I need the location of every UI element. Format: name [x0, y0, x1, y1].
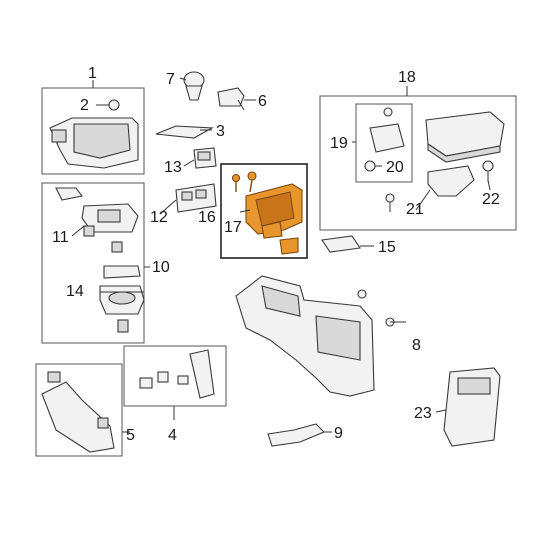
part-bolt-small[interactable] [385, 193, 395, 212]
part-18-armrest[interactable] [425, 111, 505, 163]
callout-5: 5 [126, 427, 135, 444]
part-5-side-panel[interactable] [41, 371, 115, 453]
group-10-box [41, 182, 150, 344]
callout-15: 15 [378, 239, 396, 256]
callout-3: 3 [216, 123, 225, 140]
part-8-console-box[interactable] [235, 275, 406, 397]
callout-12: 12 [150, 209, 168, 226]
part-12-switch-panel[interactable] [175, 183, 217, 213]
part-15-pad[interactable] [321, 235, 374, 253]
callout-21: 21 [406, 201, 424, 218]
part-14-cupholder[interactable] [99, 285, 145, 333]
callout-22: 22 [482, 191, 500, 208]
callout-10: 10 [152, 259, 170, 276]
group-16-17-box [220, 163, 308, 259]
group-1-box [41, 80, 145, 175]
part-1-bezel[interactable] [49, 117, 139, 169]
part-22-bolt[interactable] [482, 160, 494, 182]
part-23-rear-panel[interactable] [443, 367, 501, 447]
part-3-mat[interactable] [155, 125, 214, 139]
callout-23: 23 [414, 405, 432, 422]
part-10-bezel-assembly[interactable] [55, 187, 141, 279]
part-6-lighter-plug[interactable] [217, 87, 256, 107]
callout-1: 1 [88, 65, 97, 82]
part-21-lock[interactable] [427, 165, 475, 197]
callout-2: 2 [80, 97, 89, 114]
callout-11: 11 [52, 229, 69, 246]
group-4-box [123, 345, 227, 420]
part-2-clip[interactable] [96, 99, 120, 111]
part-16-screw[interactable] [231, 171, 257, 193]
callout-13: 13 [164, 159, 182, 176]
callout-9: 9 [334, 425, 343, 442]
part-17-bracket[interactable] [239, 183, 303, 255]
group-5-box [35, 363, 123, 457]
part-13-switch[interactable] [183, 147, 217, 169]
callout-19: 19 [330, 135, 348, 152]
part-7-lighter-socket[interactable] [179, 71, 205, 101]
group-18-box [319, 86, 517, 231]
callout-6: 6 [258, 93, 267, 110]
part-19-hinge[interactable] [369, 107, 405, 153]
callout-14: 14 [66, 283, 84, 300]
callout-17: 17 [224, 219, 242, 236]
leader-lines [71, 99, 491, 433]
callout-20: 20 [386, 159, 404, 176]
callout-8: 8 [412, 337, 421, 354]
part-20-clip[interactable] [364, 160, 376, 172]
callout-4: 4 [168, 427, 177, 444]
callout-18: 18 [398, 69, 416, 86]
callout-7: 7 [166, 71, 175, 88]
callout-16: 16 [198, 209, 216, 226]
part-4-trim[interactable] [139, 349, 215, 399]
part-9-bracket[interactable] [267, 423, 325, 447]
